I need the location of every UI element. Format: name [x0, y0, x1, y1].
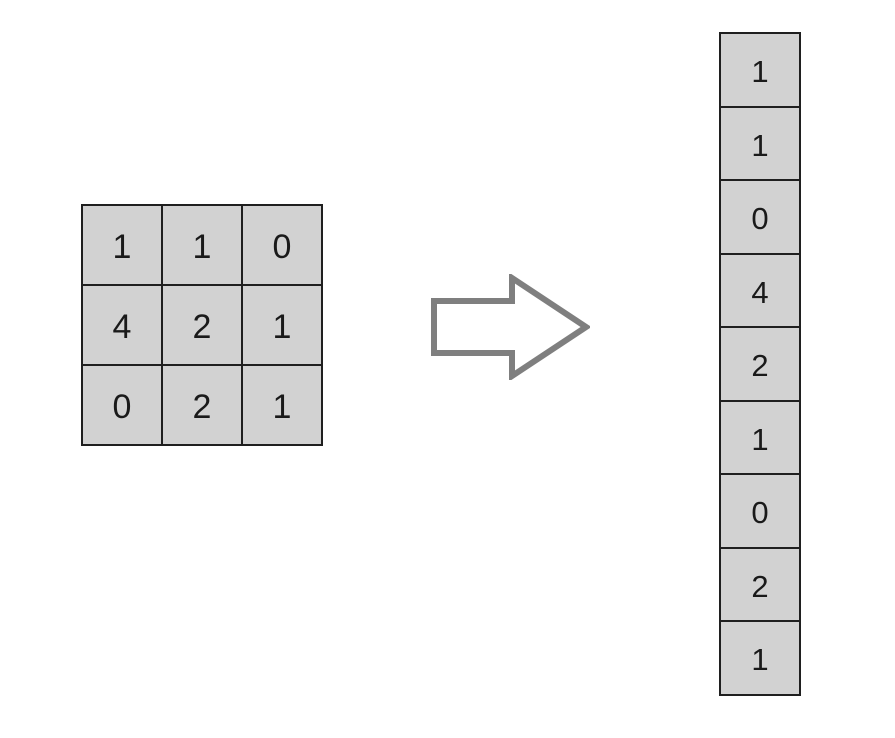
matrix-cell: 2	[163, 286, 243, 366]
vector-cell: 0	[721, 181, 801, 255]
vector-cell: 2	[721, 548, 801, 622]
vector-cell: 2	[721, 328, 801, 402]
vector-cell: 1	[721, 401, 801, 475]
matrix-cell: 1	[243, 286, 323, 366]
vector-cell: 4	[721, 254, 801, 328]
vector-cell: 1	[721, 107, 801, 181]
matrix-cell: 4	[83, 286, 163, 366]
right-arrow-icon	[431, 274, 590, 380]
matrix-cell: 1	[243, 366, 323, 446]
matrix-cell: 1	[163, 206, 243, 286]
vector-cell: 1	[721, 34, 801, 108]
matrix-cell: 0	[243, 206, 323, 286]
matrix-cell: 1	[83, 206, 163, 286]
matrix-cell: 2	[163, 366, 243, 446]
vector-cell: 1	[721, 622, 801, 696]
matrix-cell: 0	[83, 366, 163, 446]
flatten-arrow	[430, 274, 590, 380]
vector-cell: 0	[721, 475, 801, 549]
